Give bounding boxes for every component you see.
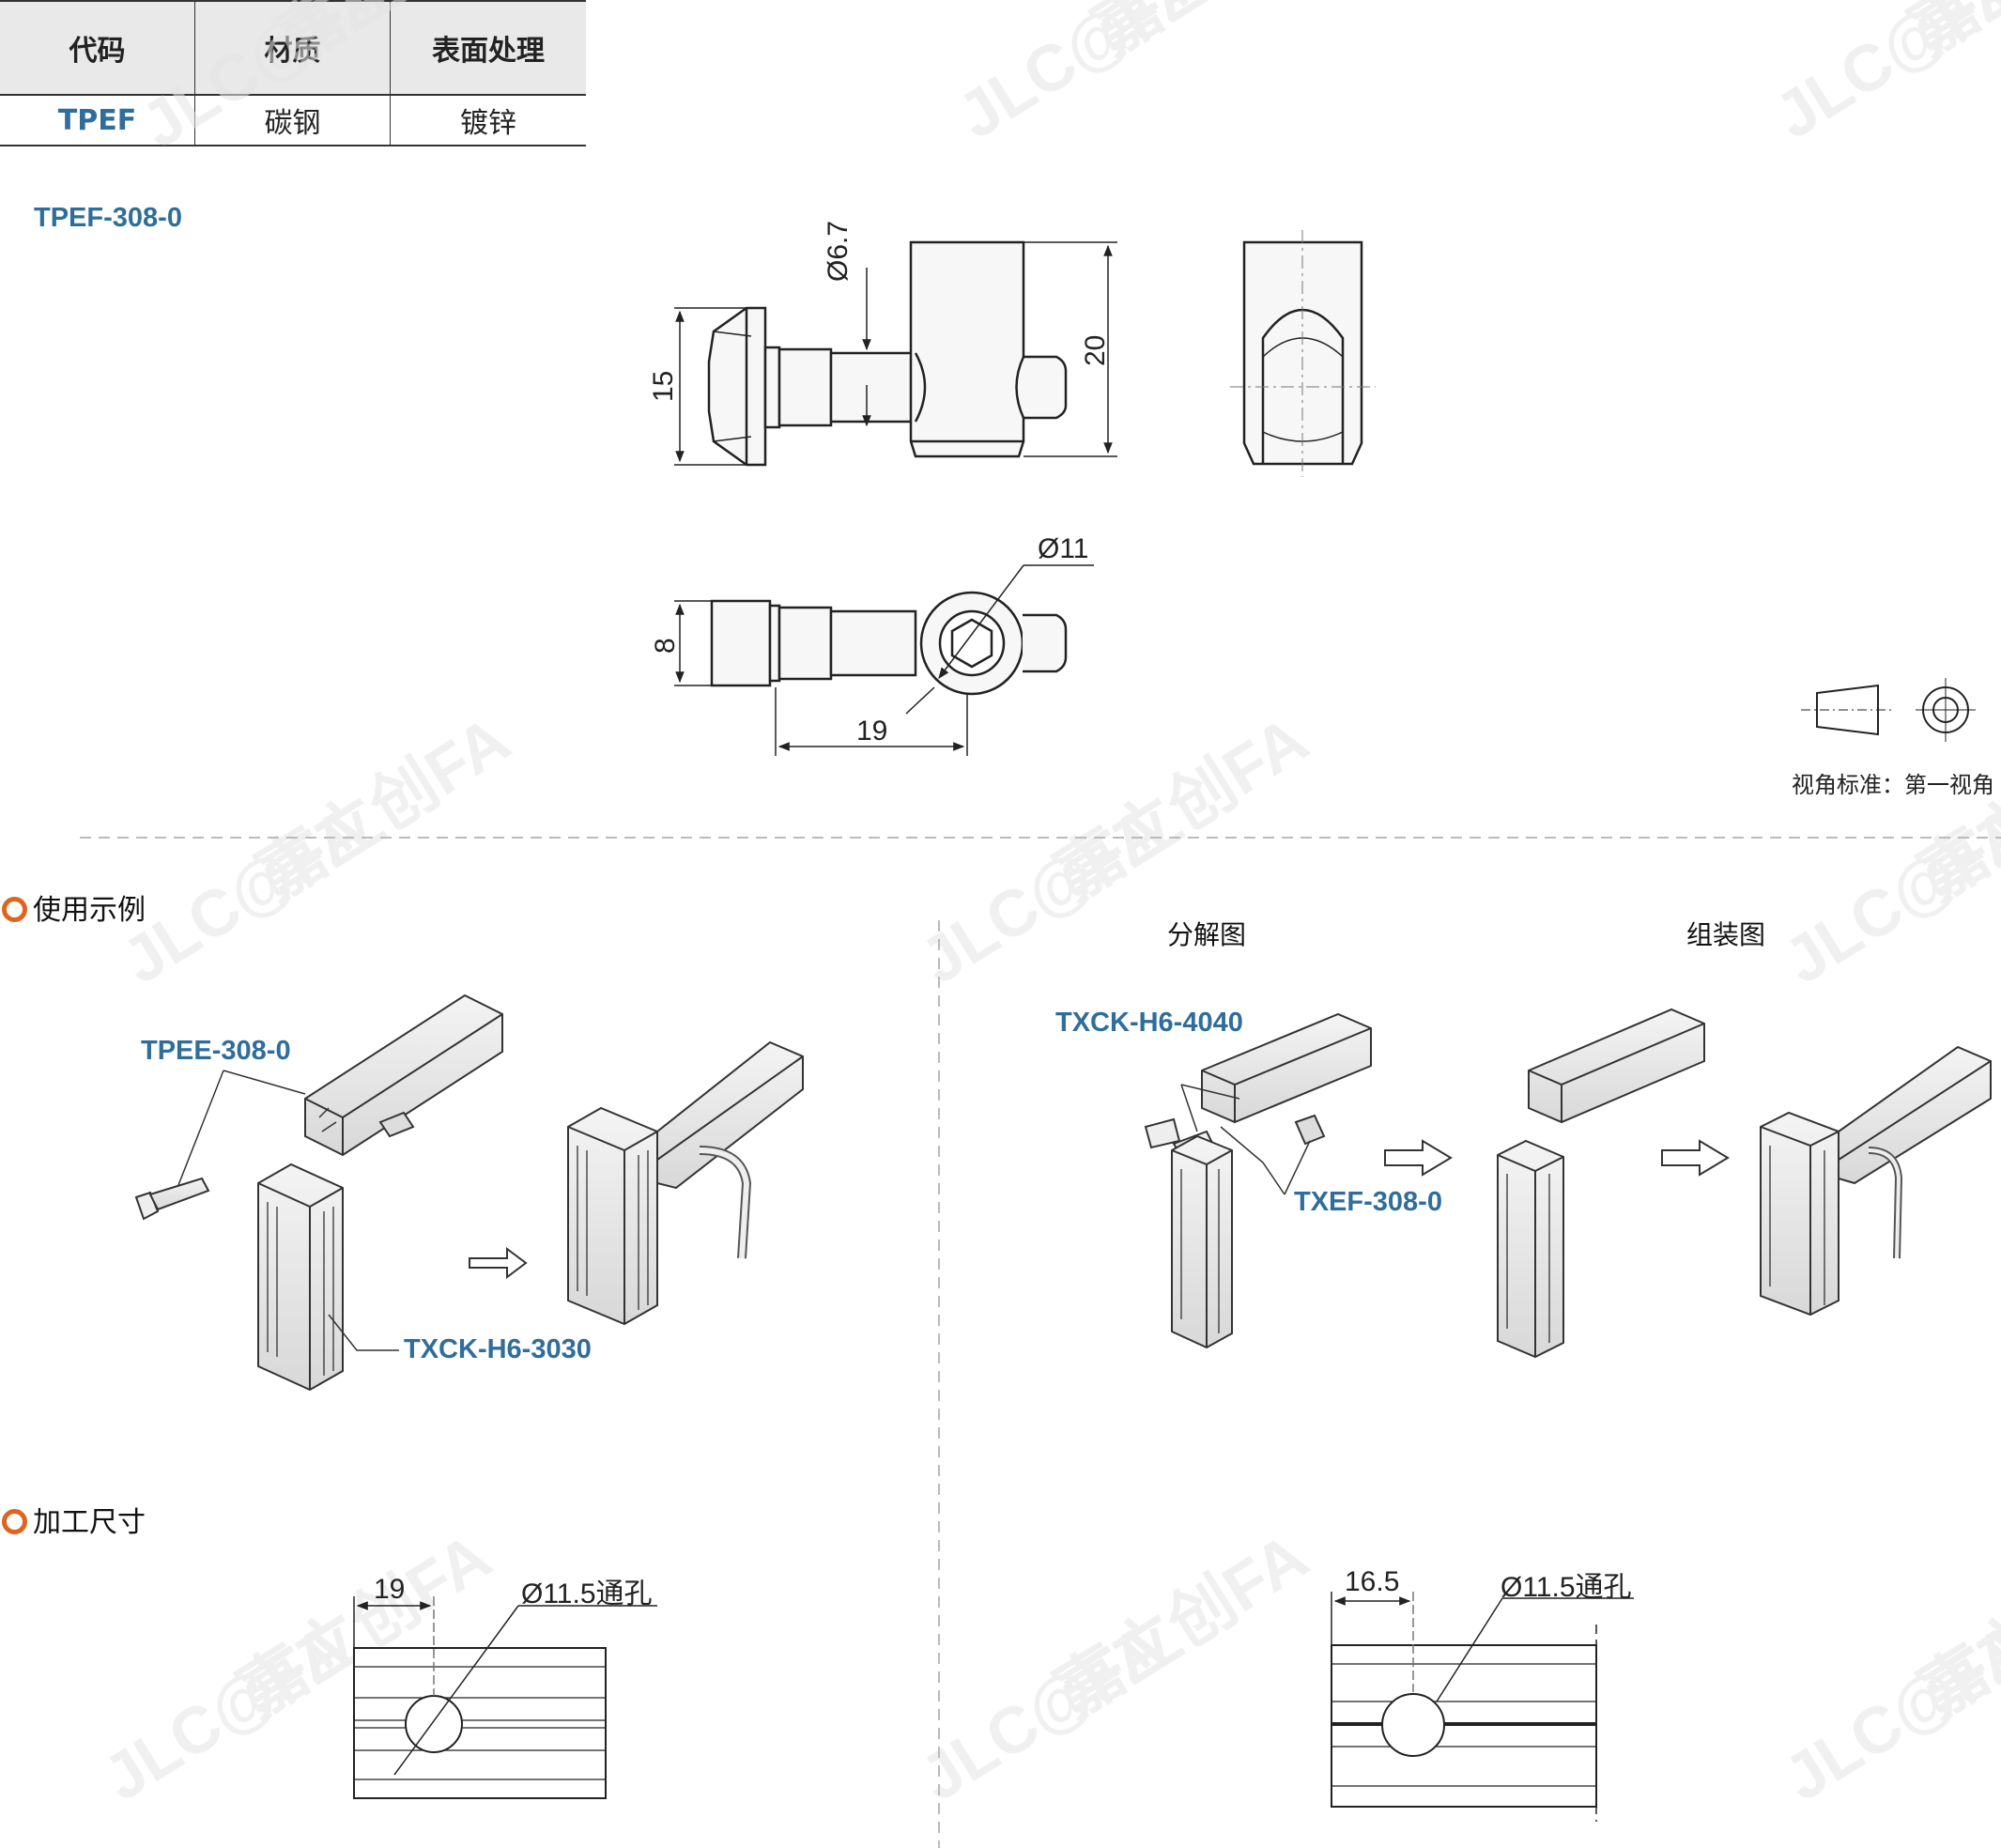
watermark-brand: 嘉立创FA xyxy=(1043,702,1320,914)
header-material: 材质 xyxy=(194,0,391,96)
usage-left-label-a: TPEE-308-0 xyxy=(141,1036,291,1066)
machining-right xyxy=(1331,1592,1634,1822)
projection-symbol xyxy=(1801,678,1976,742)
machining-right-dist: 16.5 xyxy=(1345,1566,1400,1597)
intermediate-illustration xyxy=(1497,1008,1705,1359)
section-machining-text: 加工尺寸 xyxy=(33,1506,146,1539)
exploded-leaders xyxy=(1180,1084,1311,1195)
watermark-brand: 嘉立创FA xyxy=(1081,0,1358,69)
section-dot-icon xyxy=(2,897,27,922)
section-machining-title: 加工尺寸 xyxy=(2,1499,146,1540)
usage-left-illustration xyxy=(134,993,804,1392)
assembled-title: 组装图 xyxy=(1686,919,1766,950)
cell-surface: 镀锌 xyxy=(390,95,586,146)
section-dot-icon xyxy=(2,1509,27,1534)
machining-left-hole: Ø11.5通孔 xyxy=(521,1578,653,1609)
top-view xyxy=(710,591,1068,696)
machining-left-dist: 19 xyxy=(374,1574,406,1605)
header-code: 代码 xyxy=(0,0,195,96)
watermark-brand: 嘉立创FA xyxy=(264,0,541,78)
part-number-label: TPEF-308-0 xyxy=(34,203,182,233)
usage-left-leaders xyxy=(177,1070,399,1351)
top-view-dims xyxy=(674,564,1094,756)
side-view xyxy=(1230,230,1376,477)
front-view xyxy=(707,240,1068,467)
spec-table: 代码 材质 表面处理 TPEF 碳钢 镀锌 xyxy=(0,0,586,146)
section-usage-text: 使用示例 xyxy=(33,894,146,927)
section-usage-title: 使用示例 xyxy=(2,886,146,928)
assembly-arrow-1 xyxy=(1384,1139,1453,1177)
machining-left xyxy=(353,1596,657,1799)
projection-label: 视角标准：第一视角 xyxy=(1792,772,1994,798)
dim-body-height: 20 xyxy=(1080,334,1111,366)
assembly-arrow-2 xyxy=(1661,1139,1730,1177)
assembled-illustration xyxy=(1760,1045,1992,1317)
exploded-illustration xyxy=(1144,1012,1372,1349)
usage-left-label-b: TXCK-H6-3030 xyxy=(404,1334,592,1364)
exploded-title: 分解图 xyxy=(1167,919,1247,950)
dim-length: 19 xyxy=(856,716,888,747)
watermark-brand: 嘉立创FA xyxy=(1043,1519,1320,1731)
cell-code: TPEF xyxy=(0,95,195,146)
cell-material: 碳钢 xyxy=(194,95,391,146)
dim-head-height: 15 xyxy=(648,370,679,402)
header-surface: 表面处理 xyxy=(390,0,586,96)
machining-right-hole: Ø11.5通孔 xyxy=(1501,1572,1632,1603)
usage-right-label-b: TXEF-308-0 xyxy=(1294,1187,1442,1217)
front-view-dims xyxy=(674,241,1117,466)
usage-right-label-a: TXCK-H6-4040 xyxy=(1055,1008,1243,1038)
dim-pin-diameter: Ø6.7 xyxy=(823,220,854,282)
dim-body-diameter: Ø11 xyxy=(1038,533,1089,564)
watermark-brand: 嘉立创FA xyxy=(245,702,522,914)
dim-head-width: 8 xyxy=(650,638,681,654)
